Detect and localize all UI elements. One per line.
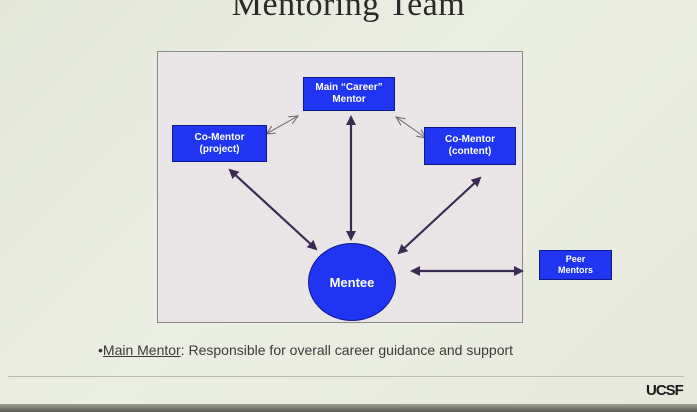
bullet-marker: •	[98, 342, 103, 358]
bullet-text: : Responsible for overall career guidanc…	[180, 342, 514, 358]
arrow-comentor-project-to-mentee	[228, 168, 318, 251]
bottom-edge	[0, 404, 697, 412]
node-peer-mentors: Peer Mentors	[539, 250, 612, 280]
ucsf-logo: UCSF	[646, 382, 684, 399]
arrow-main-to-comentor-content	[396, 117, 426, 138]
slide-title: Mentoring Team	[231, 0, 466, 23]
node-comentor-content: Co-Mentor (content)	[424, 127, 516, 165]
bullet-main-mentor: •Main Mentor: Responsible for overall ca…	[98, 342, 513, 358]
arrow-comentor-content-to-mentee	[397, 176, 482, 255]
node-mentee: Mentee	[308, 243, 396, 321]
bullet-term: Main Mentor	[102, 342, 181, 358]
footer-divider	[8, 376, 684, 377]
node-main-career-mentor: Main “Career” Mentor	[303, 77, 395, 111]
node-comentor-project: Co-Mentor (project)	[172, 125, 267, 162]
arrow-main-to-comentor-project	[266, 116, 298, 134]
